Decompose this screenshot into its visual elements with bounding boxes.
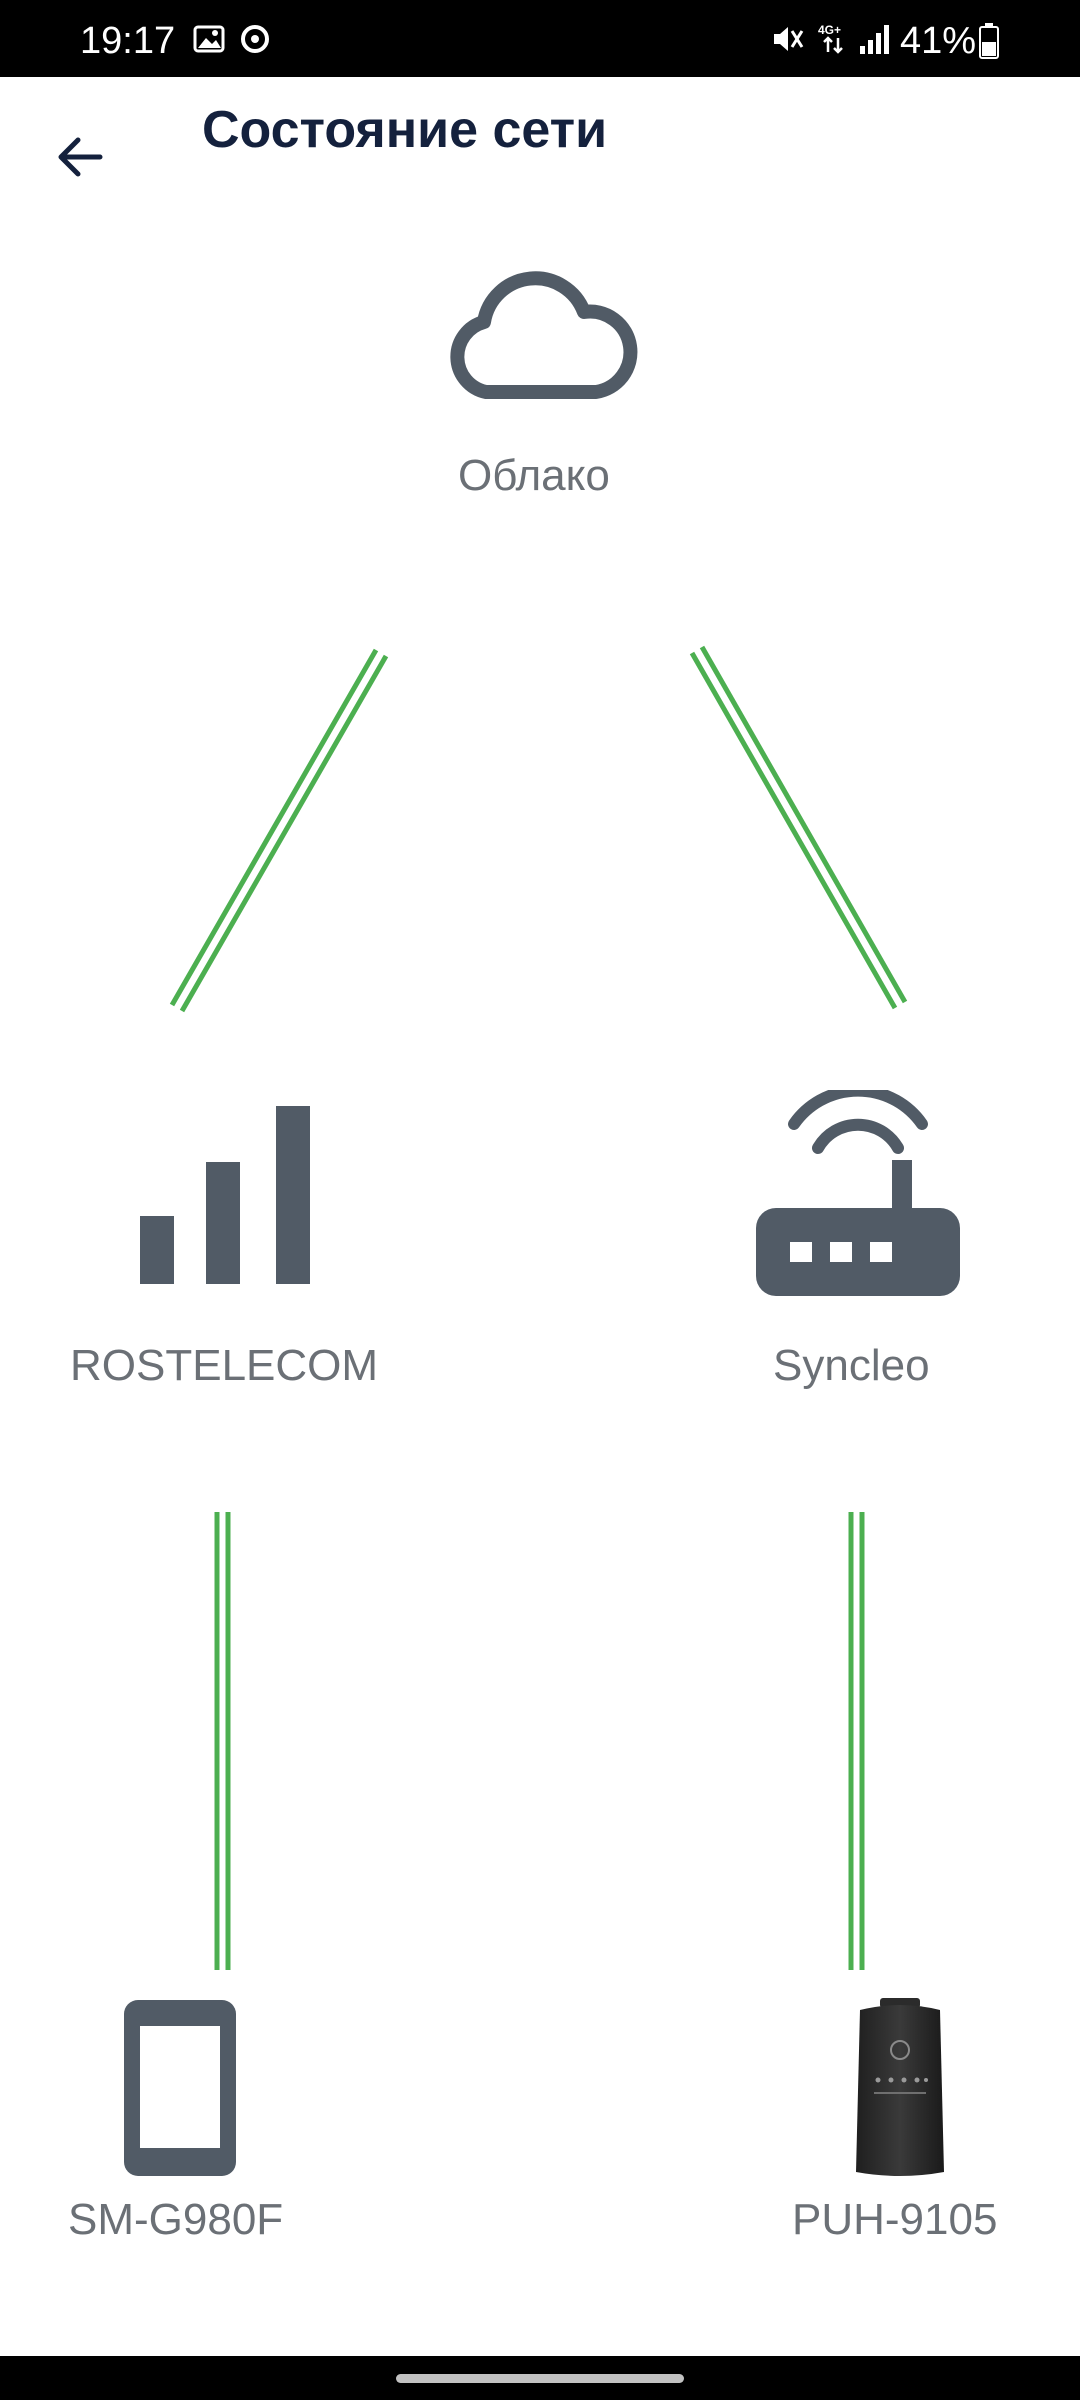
4g-icon: 4G+ bbox=[818, 23, 843, 54]
page-title: Состояние сети bbox=[202, 101, 608, 159]
node-label-router: Syncleo bbox=[773, 1341, 930, 1390]
status-bar: 19:17 4G+ 41% bbox=[0, 0, 1080, 77]
phone-icon bbox=[124, 2000, 236, 2176]
wifi-router-icon bbox=[756, 1090, 960, 1296]
mute-icon bbox=[774, 27, 804, 51]
cloud-icon bbox=[450, 271, 638, 399]
battery-icon bbox=[979, 23, 999, 59]
signal-bars-icon bbox=[140, 1106, 310, 1284]
back-button[interactable] bbox=[40, 117, 120, 197]
node-label-cloud: Облако bbox=[458, 451, 610, 500]
link-router-device bbox=[848, 1512, 865, 1970]
link-cloud-cellular bbox=[169, 648, 389, 1013]
humidifier-icon bbox=[856, 1998, 944, 2176]
app-bar: Состояние сети bbox=[0, 77, 1080, 227]
link-cellular-phone bbox=[214, 1512, 231, 1970]
gallery-icon bbox=[193, 25, 225, 53]
sync-icon bbox=[241, 25, 269, 53]
navigation-bar bbox=[0, 2356, 1080, 2400]
svg-text:4G+: 4G+ bbox=[818, 23, 841, 37]
link-cloud-router bbox=[689, 645, 908, 1010]
node-label-phone: SM-G980F bbox=[68, 2195, 284, 2244]
home-gesture-bar[interactable] bbox=[396, 2374, 684, 2383]
battery-percent: 41% bbox=[900, 20, 977, 62]
node-label-device: PUH-9105 bbox=[792, 2195, 998, 2244]
status-time: 19:17 bbox=[80, 20, 176, 62]
node-label-cellular: ROSTELECOM bbox=[70, 1341, 379, 1390]
signal-icon bbox=[860, 25, 889, 54]
arrow-left-icon bbox=[58, 137, 103, 177]
